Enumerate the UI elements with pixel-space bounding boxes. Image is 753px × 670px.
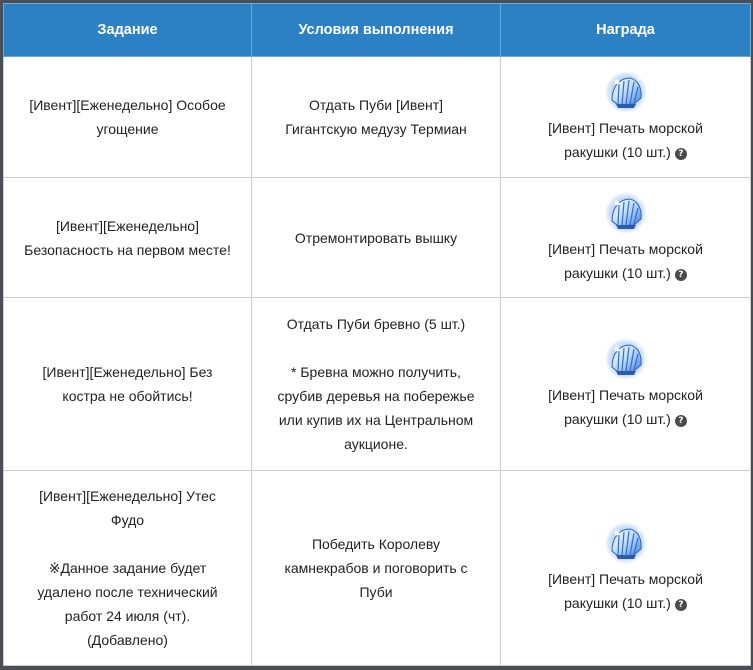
reward-line: ракушки (10 шт.): [564, 411, 671, 427]
conditions-cell: Отдать Пуби бревно (5 шт.) * Бревна можно…: [251, 297, 501, 471]
conditions-cell: Отремонтировать вышку: [251, 177, 501, 298]
reward-line: [Ивент] Печать морской: [548, 571, 703, 587]
conditions-line: Победить Королеву: [311, 536, 441, 552]
reward-block: [Ивент] Печать морской ракушки (10 шт.)?: [519, 521, 732, 615]
task-line: Безопасность на первом месте!: [24, 241, 231, 258]
conditions-line: аукционе.: [344, 436, 408, 452]
task-cell: [Ивент][Еженедельно] Безопасность на перв…: [3, 177, 252, 298]
reward-cell: [Ивент] Печать морской ракушки (10 шт.)?: [500, 177, 751, 298]
conditions-line: срубив деревья на побережье: [277, 388, 475, 404]
conditions-cell: Отдать Пуби [Ивент] Гигантскую медузу Тер…: [251, 56, 501, 178]
conditions-line: или купив их на Центральном: [278, 412, 474, 428]
task-cell: [Ивент][Еженедельно] Особое угощение: [3, 56, 252, 178]
reward-block: [Ивент] Печать морской ракушки (10 шт.)?: [519, 191, 732, 285]
conditions-line: камнекрабов и поговорить с: [284, 560, 468, 576]
conditions-line: * Бревна можно получить,: [291, 364, 461, 380]
reward-text: [Ивент] Печать морской ракушки (10 шт.)?: [548, 237, 703, 285]
task-line: Фудо: [110, 512, 145, 528]
task-cell: [Ивент][Еженедельно] Без костра не обойти…: [3, 297, 252, 471]
task-line: удалено после технический: [37, 584, 218, 600]
reward-line: [Ивент] Печать морской: [548, 120, 703, 136]
task-line: [Ивент][Еженедельно]: [55, 217, 199, 234]
table-row: [Ивент][Еженедельно] Безопасность на перв…: [3, 177, 751, 298]
conditions-line: Пуби: [359, 584, 393, 600]
conditions-cell: Победить Королеву камнекрабов и поговорит…: [251, 470, 501, 666]
task-line: [Ивент][Еженедельно] Утес: [39, 488, 216, 504]
reward-text: [Ивент] Печать морской ракушки (10 шт.)?: [548, 567, 703, 615]
reward-line: ракушки (10 шт.): [564, 595, 671, 611]
reward-line: [Ивент] Печать морской: [548, 240, 703, 257]
conditions-line: Отремонтировать вышку: [294, 229, 458, 246]
reward-cell: [Ивент] Печать морской ракушки (10 шт.)?: [500, 56, 751, 178]
conditions-line: Гигантскую медузу Термиан: [285, 121, 467, 137]
seashell-seal-icon: [604, 191, 648, 235]
help-icon[interactable]: ?: [674, 599, 687, 611]
help-icon[interactable]: ?: [674, 415, 687, 427]
conditions-line: Отдать Пуби бревно (5 шт.): [286, 316, 466, 332]
help-icon[interactable]: ?: [674, 268, 687, 281]
reward-cell: [Ивент] Печать морской ракушки (10 шт.)?: [500, 297, 751, 471]
task-line: [Ивент][Еженедельно] Без: [42, 364, 213, 380]
task-line: (Добавлено): [87, 632, 168, 648]
weekly-quest-table: Задание Условия выполнения Награда [Ивен…: [3, 3, 751, 666]
seashell-seal-icon: [604, 521, 648, 565]
reward-text: [Ивент] Печать морской ракушки (10 шт.)?: [548, 116, 703, 164]
reward-line: ракушки (10 шт.): [564, 144, 671, 160]
reward-block: [Ивент] Печать морской ракушки (10 шт.)?: [519, 337, 732, 431]
header-conditions: Условия выполнения: [251, 3, 501, 57]
reward-text: [Ивент] Печать морской ракушки (10 шт.)?: [548, 383, 703, 431]
line-gap: [22, 532, 233, 556]
task-line: костра не обойтись!: [62, 388, 193, 404]
reward-line: [Ивент] Печать морской: [548, 387, 703, 403]
seashell-seal-icon: [604, 337, 648, 381]
task-line: угощение: [96, 121, 159, 137]
header-task: Задание: [3, 3, 252, 57]
help-icon[interactable]: ?: [674, 148, 687, 160]
table-row: [Ивент][Еженедельно] Без костра не обойти…: [3, 297, 751, 471]
reward-line: ракушки (10 шт.): [564, 264, 671, 281]
task-line: ※Данное задание будет: [48, 560, 207, 576]
reward-cell: [Ивент] Печать морской ракушки (10 шт.)?: [500, 470, 751, 666]
reward-block: [Ивент] Печать морской ракушки (10 шт.)?: [519, 70, 732, 164]
conditions-line: Отдать Пуби [Ивент]: [308, 97, 444, 113]
task-line: [Ивент][Еженедельно] Особое: [29, 97, 226, 113]
task-line: работ 24 июля (чт).: [64, 608, 191, 624]
table-row: [Ивент][Еженедельно] Особое угощение Отдат…: [3, 56, 751, 178]
line-gap: [270, 336, 482, 360]
table-header-row: Задание Условия выполнения Награда: [3, 3, 751, 57]
seashell-seal-icon: [604, 70, 648, 114]
header-reward: Награда: [500, 3, 751, 57]
